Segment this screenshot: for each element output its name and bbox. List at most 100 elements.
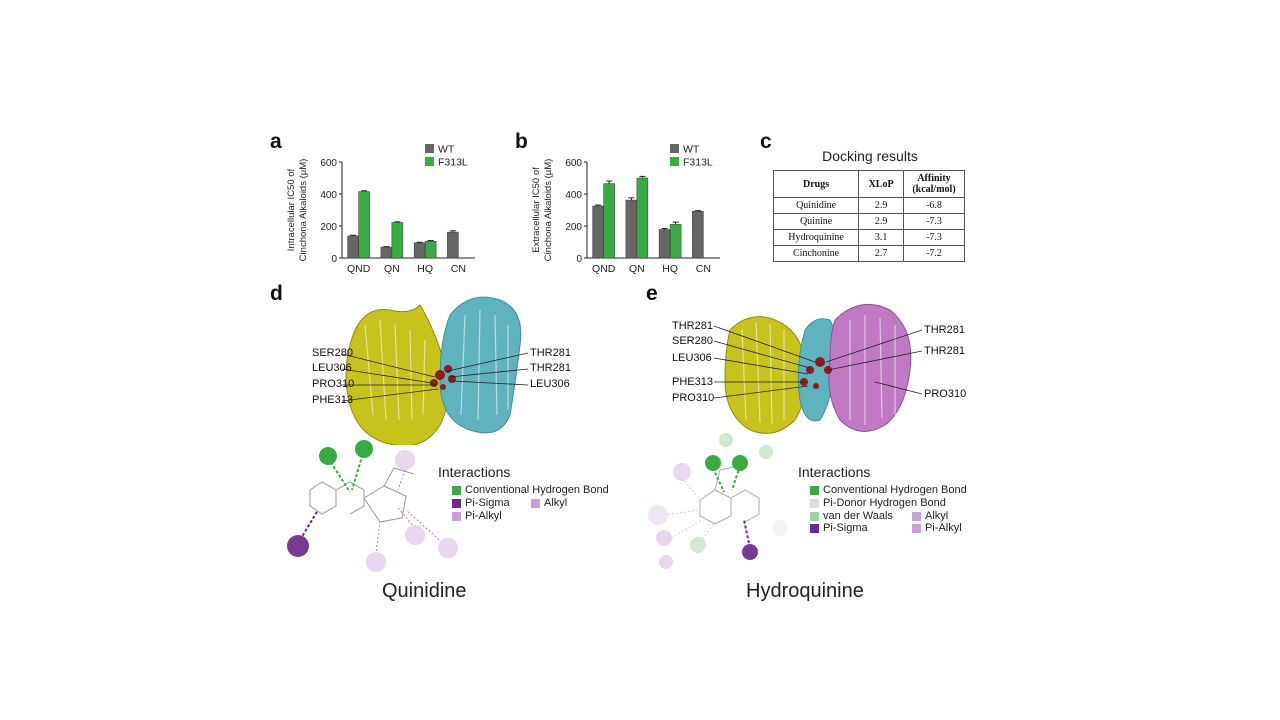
x-tick-label: QN <box>629 263 645 275</box>
legend-item-d-1: Pi-Sigma <box>452 497 510 509</box>
bar-WT-HQ <box>658 229 671 259</box>
panel-label-a: a <box>270 130 282 153</box>
swatch <box>531 498 540 508</box>
legend-item-e-2: van der Waals <box>810 510 893 522</box>
label-e-thr281-a: THR281 <box>924 324 965 336</box>
cell: 2.9 <box>858 213 904 230</box>
legend-label: F313L <box>438 157 468 169</box>
legend-item-e-0: Conventional Hydrogen Bond <box>810 484 967 496</box>
swatch <box>810 523 819 533</box>
cell: 2.7 <box>858 245 904 262</box>
legend-item-d-3: Pi-Alkyl <box>452 510 502 522</box>
legend-item-e-3: Alkyl <box>912 510 948 522</box>
y-tick-label: 600 <box>565 158 582 169</box>
cell: -6.8 <box>903 197 965 214</box>
legend-swatch <box>670 144 679 153</box>
y-tick-label: 200 <box>320 222 337 233</box>
ligand <box>800 357 832 389</box>
y-axis-label-line1: Intracellular IC50 of <box>286 168 297 251</box>
legend-swatch <box>670 157 679 166</box>
label-e-phe313: PHE313 <box>672 376 713 388</box>
label-e-leu306: LEU306 <box>672 352 712 364</box>
bar-WT-CN <box>692 211 704 259</box>
cell: 2.9 <box>858 197 904 214</box>
panel-label-b: b <box>515 130 528 153</box>
header-drugs: Drugs <box>772 170 860 198</box>
label-e-pro310: PRO310 <box>672 392 715 404</box>
cyan-domain <box>797 318 838 422</box>
swatch <box>452 485 461 495</box>
legend-item-d-2: Alkyl <box>531 497 567 509</box>
table-header-row: Drugs XLoP Affinity (kcal/mol) <box>772 170 965 198</box>
bar-F313L-QND <box>358 191 370 259</box>
legend-item-e-4: Pi-Sigma <box>810 522 868 534</box>
bar-WT-QN <box>625 199 638 259</box>
x-tick-label: QND <box>592 263 616 275</box>
label-d-pro310: PRO310 <box>312 378 355 390</box>
ligand <box>430 365 456 390</box>
y-tick-label: 200 <box>565 222 582 233</box>
legend-label: WT <box>683 144 700 156</box>
bar-F313L-HQ <box>424 240 437 259</box>
protein-structure-d <box>341 296 529 445</box>
legend-label: Conventional Hydrogen Bond <box>823 484 967 496</box>
y-axis-label-line2: Cinchona Alkaloids (μM) <box>298 159 309 262</box>
label-d-leu306: LEU306 <box>312 362 352 374</box>
magenta-domain <box>828 303 912 432</box>
x-tick-label: HQ <box>662 263 678 275</box>
caption-e: Hydroquinine <box>746 580 864 602</box>
legend-label: Pi-Alkyl <box>925 522 962 534</box>
panel-label-c: c <box>760 130 772 153</box>
bar-F313L-QN <box>391 222 404 259</box>
cell: Hydroquinine <box>772 229 860 246</box>
label-d-phe313: PHE313 <box>312 394 353 406</box>
label-d-ser280: SER280 <box>312 347 353 359</box>
label-d-thr281-b: THR281 <box>530 362 571 374</box>
cell: -7.3 <box>903 213 965 230</box>
legend-swatch <box>425 144 434 153</box>
label-e-thr281-b: THR281 <box>924 345 965 357</box>
label-d-thr281-a: THR281 <box>530 347 571 359</box>
legend-label: Pi-Alkyl <box>465 510 502 522</box>
swatch <box>810 511 819 521</box>
bar-WT-QND <box>347 235 359 259</box>
legend-label: Pi-Sigma <box>823 522 868 534</box>
legend-title-e: Interactions <box>798 464 871 480</box>
y-tick-label: 400 <box>565 190 582 201</box>
swatch <box>452 498 461 508</box>
interaction-diagram-e <box>648 433 788 569</box>
cell: 3.1 <box>858 229 904 246</box>
legend-label: Alkyl <box>925 510 949 522</box>
legend-item-e-5: Pi-Alkyl <box>912 522 962 534</box>
interaction-diagram-d <box>287 440 458 572</box>
legend-item-e-1: Pi-Donor Hydrogen Bond <box>810 497 946 509</box>
cell: Quinidine <box>772 197 860 214</box>
label-d-leu306-r: LEU306 <box>530 378 570 390</box>
legend-label: Pi-Donor Hydrogen Bond <box>823 497 946 509</box>
panel-label-e: e <box>646 282 658 305</box>
residue-nodes <box>648 433 788 569</box>
cell: -7.3 <box>903 229 965 246</box>
y-tick-label: 600 <box>320 158 337 169</box>
swatch <box>810 485 819 495</box>
legend-label: Pi-Sigma <box>465 497 510 509</box>
table-title: Docking results <box>822 148 918 164</box>
swatch <box>452 511 461 521</box>
header-affinity: Affinity (kcal/mol) <box>903 170 965 198</box>
bar-F313L-HQ <box>669 224 682 259</box>
y-axis-label-line2: Cinchona Alkaloids (μM) <box>543 159 554 262</box>
cell: Quinine <box>772 213 860 230</box>
label-e-thr281: THR281 <box>672 320 713 332</box>
y-tick-label: 0 <box>331 254 337 265</box>
legend-label: Conventional Hydrogen Bond <box>465 484 609 496</box>
bar-WT-CN <box>447 231 459 259</box>
bar-WT-QND <box>592 205 604 259</box>
legend-label: WT <box>438 144 455 156</box>
docking-table: Drugs XLoP Affinity (kcal/mol) Quinidine… <box>772 170 965 262</box>
y-axis-label-line1: Extracellular IC50 of <box>531 167 542 253</box>
residue-nodes <box>287 440 458 572</box>
legend-label: van der Waals <box>823 510 893 522</box>
